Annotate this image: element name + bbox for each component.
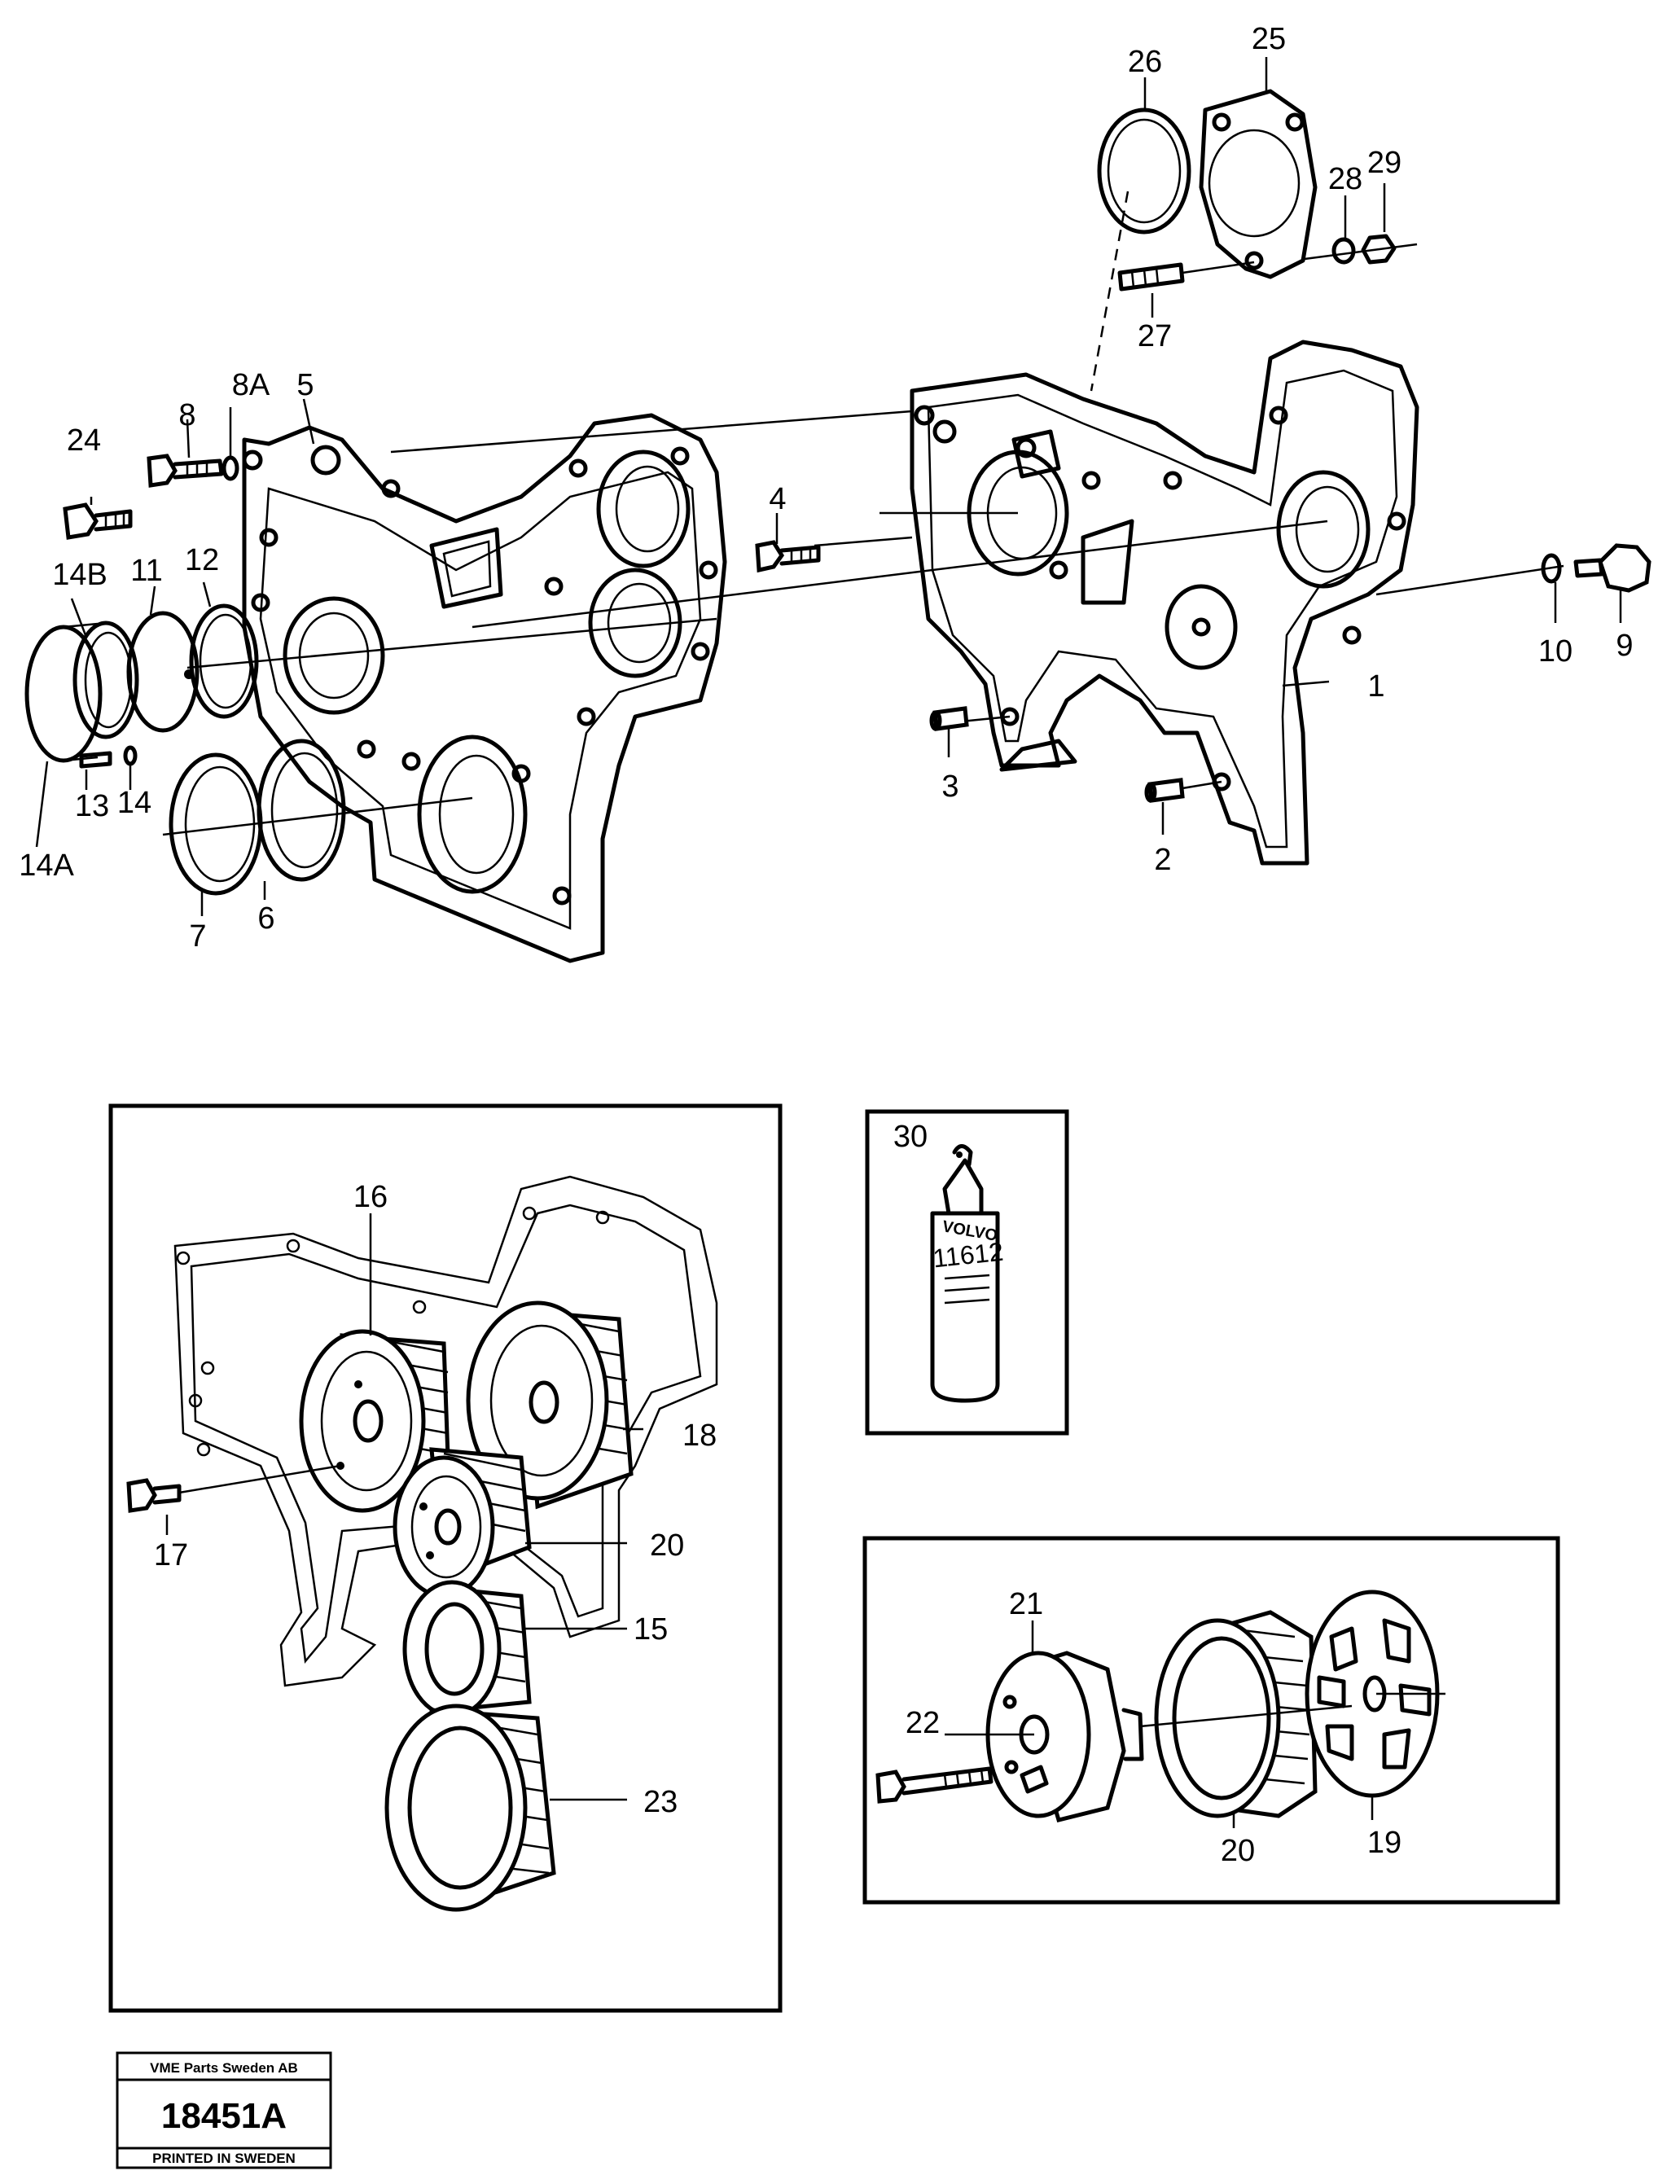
label-10: 10 — [1538, 634, 1573, 669]
label-16: 16 — [353, 1180, 388, 1214]
label-8: 8 — [178, 398, 195, 432]
gear-15 — [402, 1580, 532, 1718]
plate-11 — [126, 611, 200, 733]
label-8a: 8A — [232, 368, 270, 402]
leader-lines-hub — [945, 1620, 1445, 1828]
label-17: 17 — [154, 1538, 188, 1572]
label-28: 28 — [1328, 162, 1362, 196]
label-23: 23 — [643, 1785, 678, 1819]
label-25: 25 — [1252, 22, 1286, 56]
label-20-gear-train: 20 — [650, 1528, 684, 1563]
label-27: 27 — [1138, 319, 1172, 353]
stamp-company: VME Parts Sweden AB — [150, 2060, 298, 2076]
disc-19 — [1305, 1590, 1440, 1798]
label-24: 24 — [67, 423, 101, 458]
label-26: 26 — [1128, 45, 1162, 79]
label-22: 22 — [906, 1706, 940, 1740]
label-30: 30 — [893, 1120, 928, 1154]
label-7: 7 — [189, 919, 206, 954]
stud-washer-nut — [1117, 234, 1418, 292]
ghost-casing-outline — [173, 1175, 718, 1687]
label-29: 29 — [1367, 146, 1401, 180]
alignment-lines — [162, 410, 1564, 836]
label-6: 6 — [257, 901, 274, 936]
label-5: 5 — [296, 368, 314, 402]
camshaft-gear-16 — [299, 1329, 450, 1513]
label-12: 12 — [185, 543, 219, 577]
label-11: 11 — [130, 554, 162, 588]
leader-lines-gear-train — [165, 1213, 643, 1801]
crankshaft-gear-23 — [384, 1704, 556, 1912]
tube-number-text: 11612 — [932, 1237, 1005, 1274]
stamp-printed: PRINTED IN SWEDEN — [152, 2151, 296, 2166]
o-ring-26 — [1097, 107, 1191, 235]
part-number-labels: 26 25 28 29 27 24 8 8A 5 4 14B 11 12 1 1… — [19, 22, 1633, 1868]
cap-14a — [24, 622, 103, 763]
screw-13 — [79, 745, 138, 769]
ring-12 — [189, 603, 259, 719]
label-19: 19 — [1367, 1826, 1401, 1860]
idler-gear-20 — [393, 1447, 532, 1599]
dowel-pin-3 — [929, 706, 969, 731]
title-stamp — [116, 2051, 332, 2169]
leader-lines-top — [35, 57, 1622, 916]
screw-22 — [875, 1766, 994, 1804]
hub-21 — [985, 1651, 1144, 1823]
plug-9 — [1541, 543, 1651, 593]
label-14a: 14A — [19, 849, 74, 883]
gasket-14b — [72, 621, 139, 739]
tube-fine-print — [944, 1274, 990, 1305]
sealant-tube — [930, 1144, 1000, 1403]
hub-gear-20 — [1154, 1610, 1318, 1818]
hub-detail-box — [862, 1536, 1560, 1905]
gear-train-detail-box — [108, 1103, 783, 2013]
label-18: 18 — [682, 1419, 717, 1453]
label-15: 15 — [634, 1612, 668, 1647]
label-13: 13 — [75, 789, 109, 823]
label-4: 4 — [769, 482, 786, 516]
screw-17 — [126, 1464, 341, 1513]
cover-plate — [1199, 89, 1318, 279]
label-14b: 14B — [52, 558, 107, 592]
screw-8 — [147, 454, 239, 488]
screw-4 — [755, 540, 821, 573]
label-20-hub: 20 — [1221, 1834, 1255, 1868]
label-14: 14 — [117, 786, 151, 820]
screw-24 — [63, 502, 133, 540]
seal-6 — [257, 739, 346, 882]
label-21: 21 — [1009, 1587, 1043, 1621]
sealant-box — [865, 1109, 1069, 1436]
label-2: 2 — [1154, 843, 1171, 877]
label-9: 9 — [1616, 629, 1633, 663]
label-1: 1 — [1367, 669, 1384, 704]
gear-18 — [466, 1300, 634, 1510]
outer-timing-cover — [242, 413, 727, 963]
label-3: 3 — [941, 770, 958, 804]
stamp-drawing-number: 18451A — [161, 2096, 287, 2136]
dowel-pin-2 — [1144, 778, 1185, 803]
